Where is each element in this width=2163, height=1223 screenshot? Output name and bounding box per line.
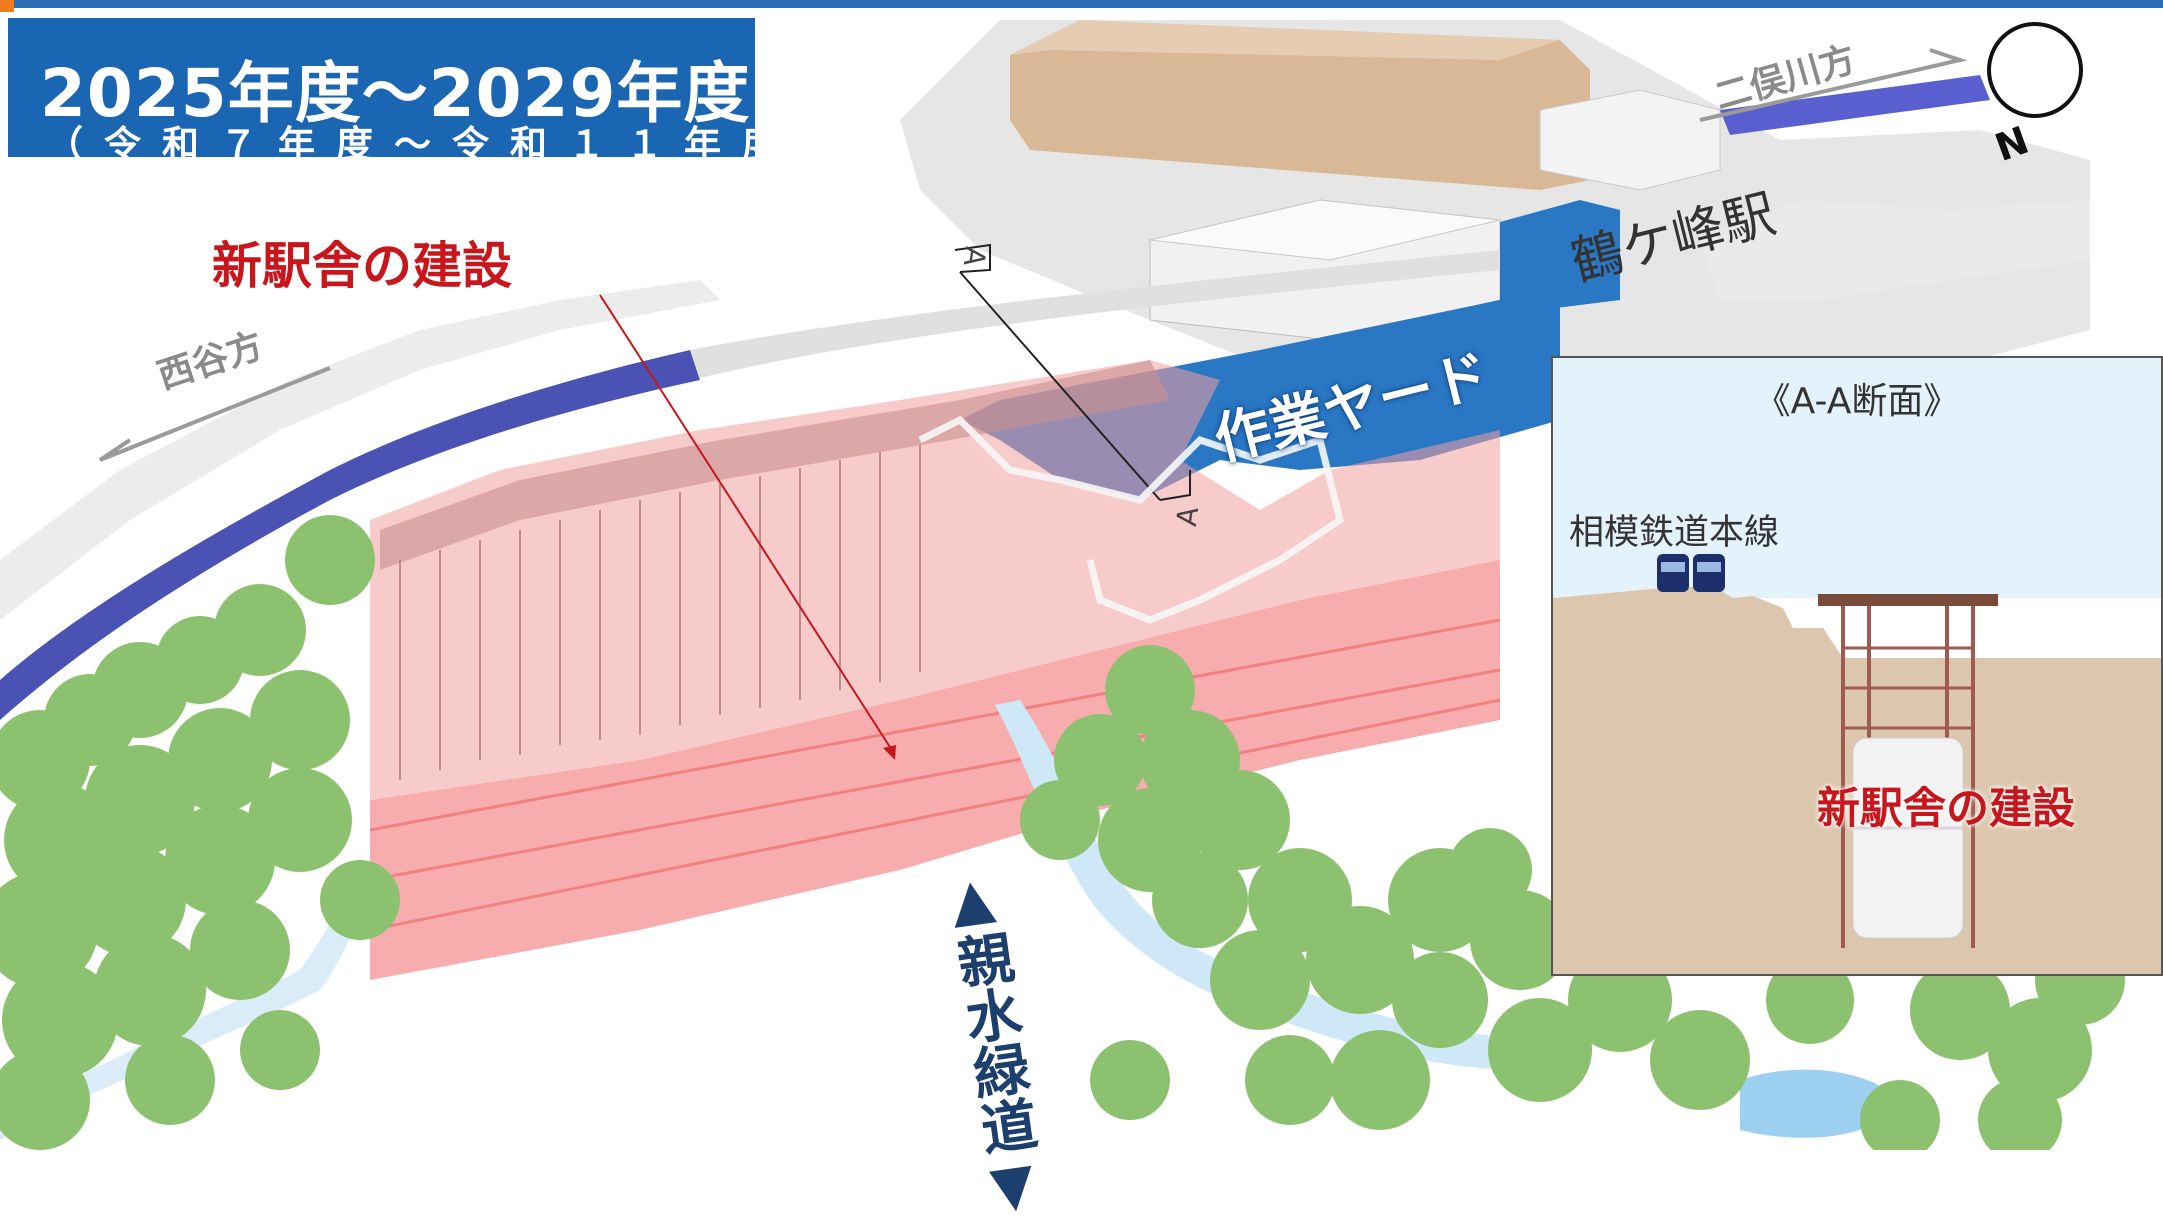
top-accent-bar [0, 0, 2163, 8]
north-compass-icon [1987, 22, 2083, 118]
trees-center [1020, 645, 1750, 1130]
cross-section-inset: 《A-A断面》 相模鉄道本線 新駅舎の建設 [1551, 356, 2163, 976]
nishiya-arrow-icon [98, 366, 331, 462]
cross-section-construction-label: 新駅舎の建設 [1817, 784, 2075, 834]
cross-section-drawing [1553, 358, 2161, 974]
trains-icon [1657, 554, 1725, 592]
cross-section-title: 《A-A断面》 [1754, 381, 1960, 422]
construction-pointer-line [599, 294, 896, 756]
pond [1740, 1069, 1900, 1138]
station-building-top [1149, 199, 1501, 261]
new-station-label: 新駅舎の建設 [212, 237, 512, 295]
commercial-building [1010, 20, 1590, 190]
track-east [1720, 75, 1990, 135]
construction-roof-hatch [380, 360, 1170, 570]
construction-body [370, 560, 1500, 980]
trees-west [0, 515, 400, 1150]
top-accent-corner [0, 0, 14, 12]
period-sub-title: （令和７年度～令和１１年度） [46, 123, 858, 166]
track-middle [690, 250, 1500, 378]
sotetsu-line-label: 相模鉄道本線 [1569, 513, 1780, 553]
platform-blue-east [1500, 200, 1620, 310]
construction-pointer-head [883, 745, 896, 760]
construction-slabs [369, 618, 1501, 932]
track-west [0, 350, 700, 720]
section-line-aa [954, 243, 1191, 501]
river-west [0, 860, 375, 1140]
station-aerial-scene [0, 20, 2125, 1150]
scaffold-lines [399, 445, 921, 780]
futamata-arrow-icon [1699, 48, 1968, 122]
commercial-building-roof [1010, 20, 1560, 60]
period-header: 2025年度～2029年度 （令和７年度～令和１１年度） [8, 18, 837, 166]
period-main-title: 2025年度～2029年度 [40, 55, 751, 132]
yard-edge-white [918, 415, 1344, 624]
station-building-right [1539, 89, 1721, 191]
road-right [1700, 200, 2090, 300]
